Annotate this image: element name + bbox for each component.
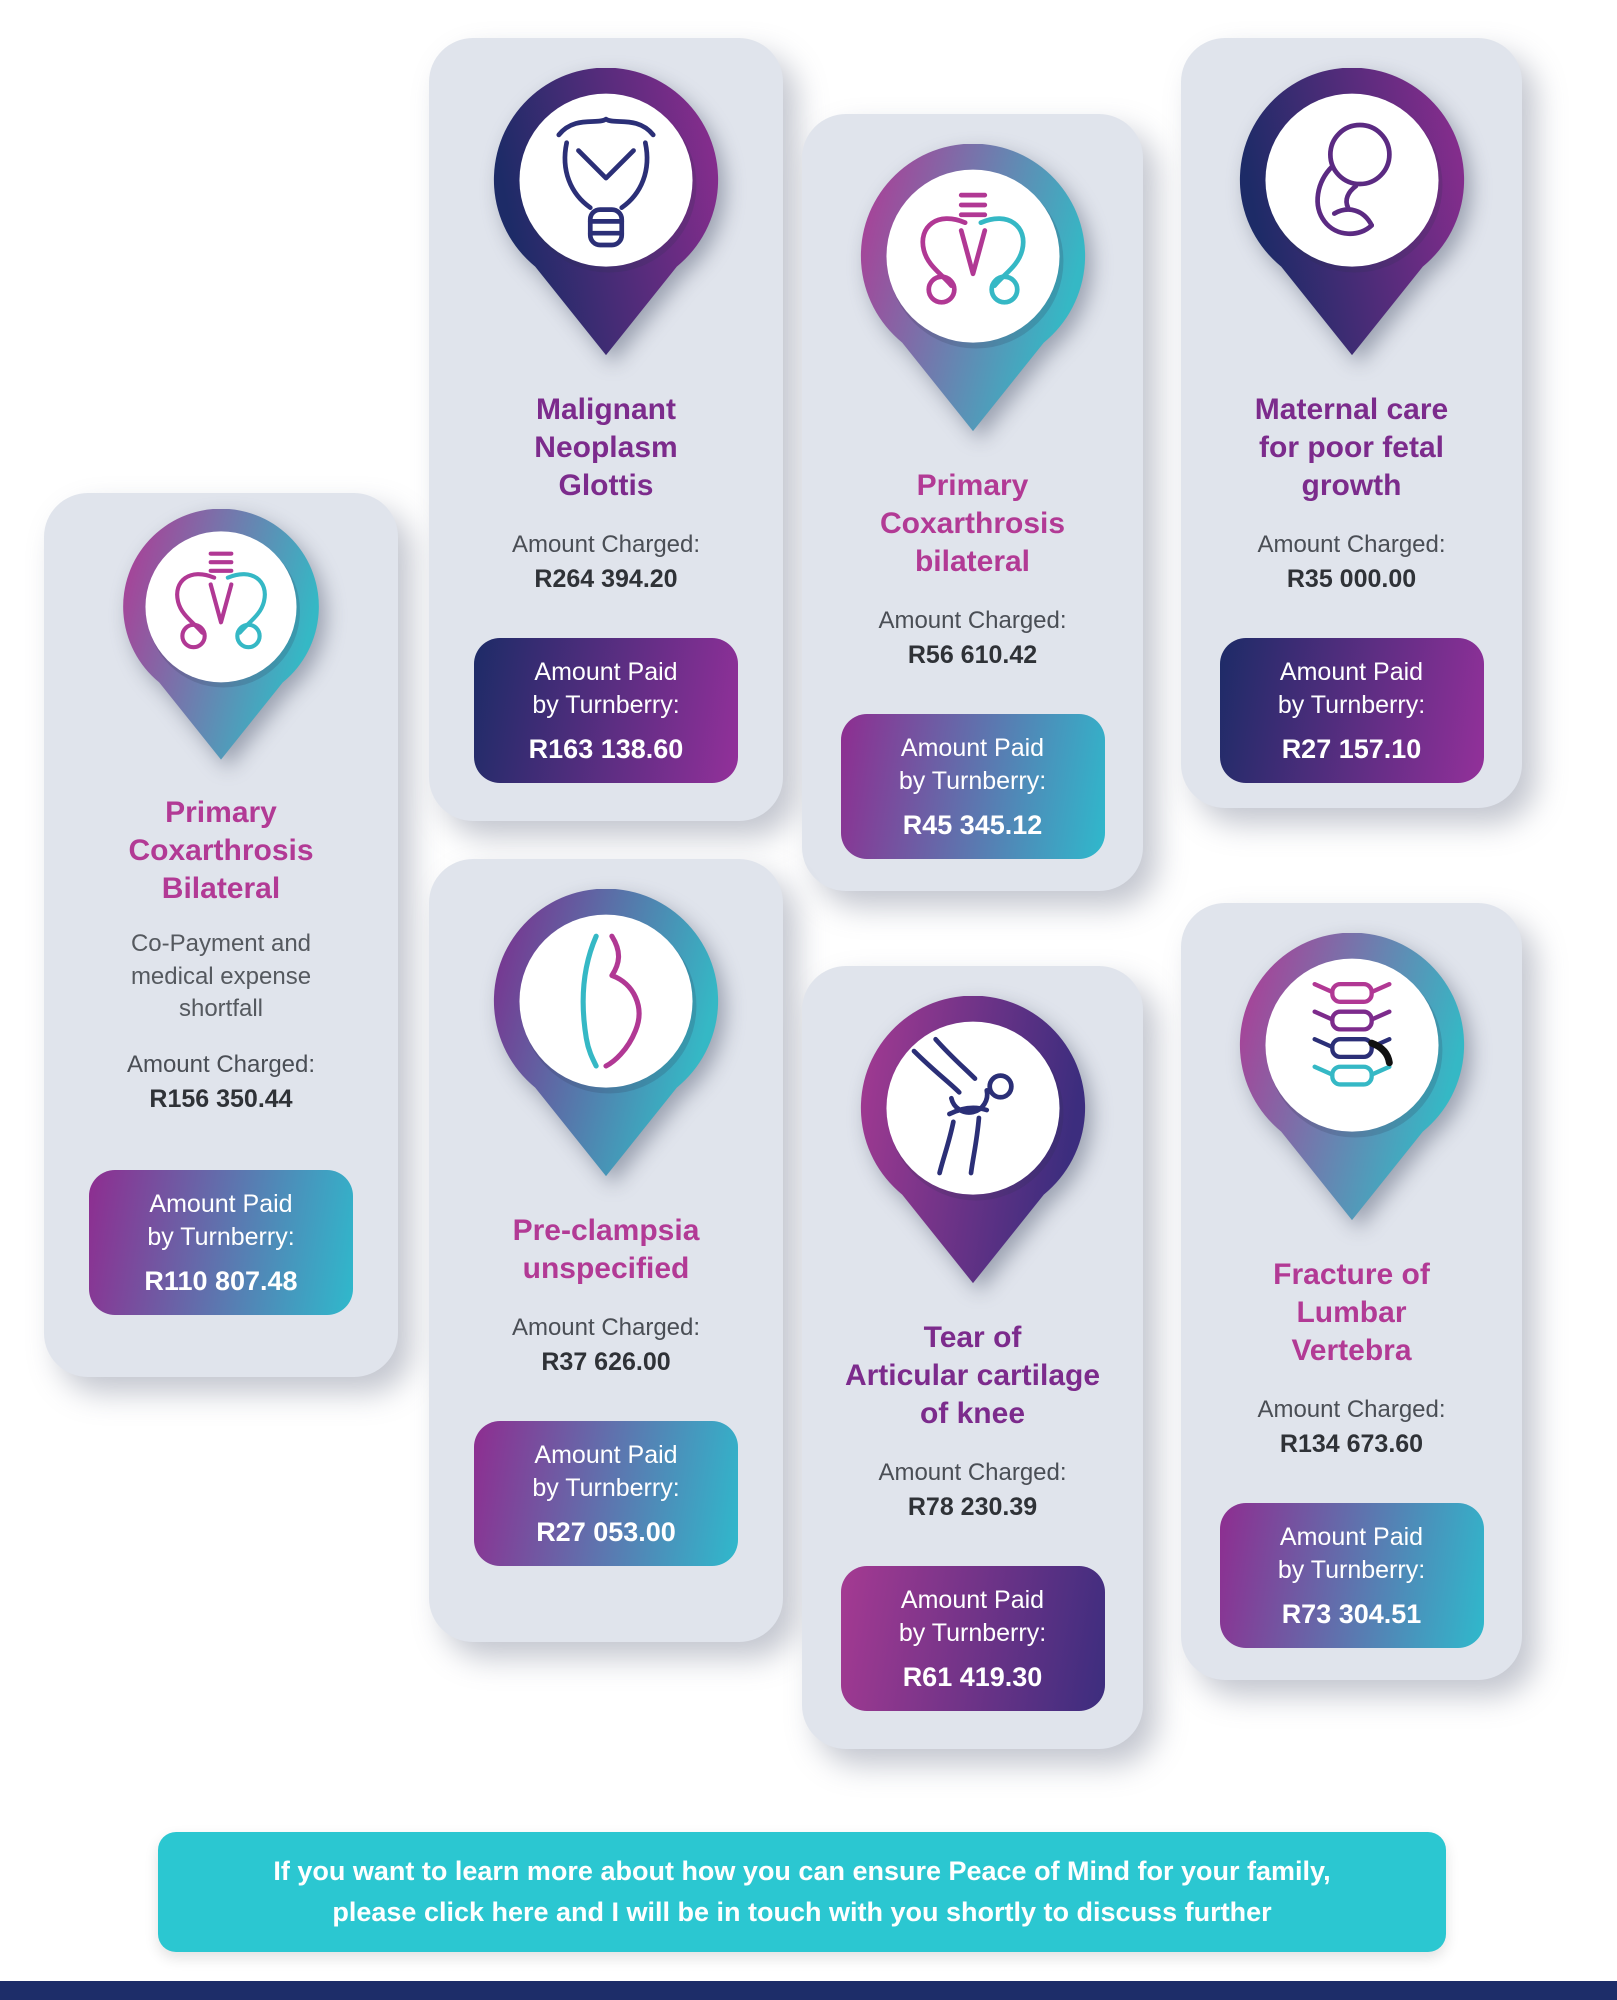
amount-paid-box: Amount Paid by Turnberry: R73 304.51 (1219, 1503, 1484, 1649)
amount-paid-label: Amount Paid by Turnberry: (115, 1188, 327, 1254)
condition-card: Primary Coxarthrosis bilateral Amount Ch… (802, 114, 1143, 891)
amount-paid-label: Amount Paid by Turnberry: (1246, 1521, 1458, 1587)
larynx-icon (556, 116, 656, 248)
fetus-icon (1314, 122, 1392, 237)
amount-charged-label: Amount Charged: (1257, 531, 1446, 559)
cta-line1: If you want to learn more about how you … (273, 1856, 1331, 1886)
amount-charged-label: Amount Charged: (511, 1314, 701, 1342)
amount-charged-value: R264 394.20 (534, 565, 678, 594)
condition-card: Malignant Neoplasm Glottis Amount Charge… (429, 38, 783, 821)
amount-charged-label: Amount Charged: (126, 1051, 316, 1079)
amount-paid-value: R27 157.10 (1281, 734, 1422, 765)
condition-title: Pre-clampsia unspecified (512, 1213, 700, 1286)
amount-paid-value: R61 419.30 (902, 1662, 1043, 1693)
condition-title: Malignant Neoplasm Glottis (534, 392, 678, 503)
amount-charged-label: Amount Charged: (1257, 1396, 1446, 1424)
amount-paid-box: Amount Paid by Turnberry: R61 419.30 (840, 1566, 1105, 1712)
location-pin (855, 144, 1091, 443)
amount-charged-value: R78 230.39 (907, 1493, 1038, 1522)
amount-paid-value: R73 304.51 (1281, 1599, 1422, 1630)
amount-charged-label: Amount Charged: (878, 1459, 1067, 1487)
amount-paid-label: Amount Paid by Turnberry: (500, 1439, 712, 1505)
condition-card: Primary Coxarthrosis Bilateral Co-Paymen… (44, 493, 398, 1377)
amount-paid-box: Amount Paid by Turnberry: R27 053.00 (474, 1421, 738, 1567)
amount-paid-box: Amount Paid by Turnberry: R163 138.60 (474, 638, 738, 784)
amount-charged-value: R156 350.44 (149, 1085, 293, 1114)
amount-charged-label: Amount Charged: (511, 531, 701, 559)
pelvis-icon (919, 192, 1026, 305)
knee-icon (911, 1036, 1014, 1176)
amount-paid-label-line1: Amount Paid (900, 1586, 1045, 1615)
condition-title: Primary Coxarthrosis Bilateral (128, 795, 314, 906)
amount-paid-label: Amount Paid by Turnberry: (500, 656, 712, 722)
amount-charged-value: R56 610.42 (907, 641, 1038, 670)
location-pin (855, 996, 1091, 1295)
location-pin (118, 509, 324, 770)
location-pin (488, 889, 724, 1188)
condition-card: Fracture of Lumbar Vertebra Amount Charg… (1181, 903, 1522, 1680)
amount-paid-label-line2: by Turnberry: (1277, 691, 1426, 720)
amount-paid-label-line1: Amount Paid (534, 1441, 678, 1470)
amount-paid-label-line2: by Turnberry: (532, 1474, 680, 1503)
amount-paid-label-line1: Amount Paid (534, 658, 678, 687)
amount-charged-label: Amount Charged: (878, 607, 1067, 635)
amount-paid-value: R27 053.00 (536, 1517, 676, 1548)
amount-paid-label-line1: Amount Paid (149, 1190, 293, 1219)
condition-title: Maternal care for poor fetal growth (1254, 392, 1449, 503)
condition-title: Primary Coxarthrosis bilateral (879, 468, 1066, 579)
condition-title: Fracture of Lumbar Vertebra (1273, 1257, 1430, 1368)
amount-paid-label-line2: by Turnberry: (532, 691, 680, 720)
amount-paid-label-line1: Amount Paid (1279, 658, 1424, 687)
amount-paid-box: Amount Paid by Turnberry: R27 157.10 (1219, 638, 1484, 784)
amount-paid-box: Amount Paid by Turnberry: R110 807.48 (89, 1170, 353, 1316)
condition-title: Tear of Articular cartilage of knee (844, 1320, 1101, 1431)
amount-charged-value: R37 626.00 (541, 1348, 671, 1377)
amount-paid-label-line1: Amount Paid (1279, 1523, 1424, 1552)
cta-banner[interactable]: If you want to learn more about how you … (158, 1832, 1446, 1952)
amount-paid-label-line1: Amount Paid (900, 734, 1045, 763)
footer-bar (0, 1981, 1617, 2000)
amount-paid-label: Amount Paid by Turnberry: (867, 1584, 1079, 1650)
condition-subtitle: Co-Payment and medical expense shortfall (130, 930, 312, 1022)
location-pin (1234, 68, 1470, 367)
condition-card: Tear of Articular cartilage of knee Amou… (802, 966, 1143, 1749)
pregnancy-icon (580, 933, 642, 1069)
amount-paid-label-line2: by Turnberry: (147, 1223, 295, 1252)
condition-card: Maternal care for poor fetal growth Amou… (1181, 38, 1522, 808)
location-pin (488, 68, 724, 367)
amount-paid-label-line2: by Turnberry: (898, 767, 1047, 796)
amount-paid-box: Amount Paid by Turnberry: R45 345.12 (840, 714, 1105, 860)
location-pin (1234, 933, 1470, 1232)
amount-paid-value: R110 807.48 (144, 1266, 298, 1297)
pelvis-icon (175, 551, 267, 650)
amount-paid-label: Amount Paid by Turnberry: (867, 732, 1079, 798)
amount-paid-value: R163 138.60 (528, 734, 684, 765)
cta-line2: please click here and I will be in touch… (332, 1897, 1272, 1927)
amount-charged-value: R35 000.00 (1286, 565, 1417, 594)
amount-paid-value: R45 345.12 (902, 810, 1043, 841)
condition-card: Pre-clampsia unspecified Amount Charged:… (429, 859, 783, 1642)
amount-paid-label: Amount Paid by Turnberry: (1246, 656, 1458, 722)
amount-charged-value: R134 673.60 (1279, 1430, 1424, 1459)
spine-icon (1311, 981, 1393, 1087)
amount-paid-label-line2: by Turnberry: (898, 1619, 1047, 1648)
amount-paid-label-line2: by Turnberry: (1277, 1556, 1426, 1585)
